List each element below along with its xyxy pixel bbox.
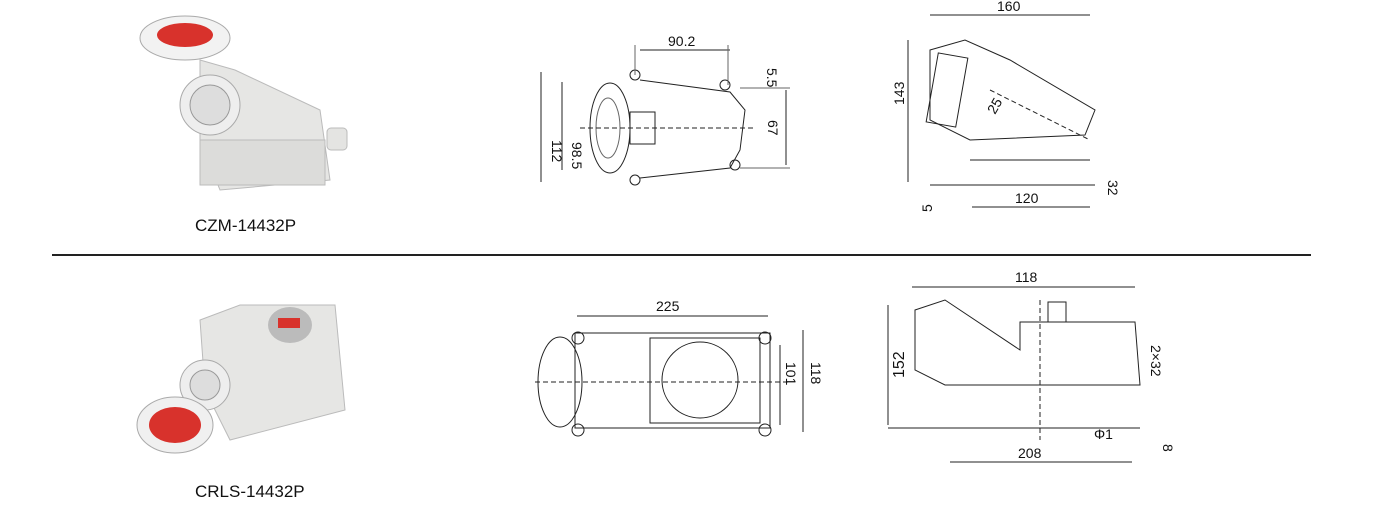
svg-text:8: 8 <box>1160 444 1176 452</box>
drawing-crls-side: 118 152 2×32 Φ1 8 208 <box>887 269 1176 463</box>
product-model-label: CRLS-14432P <box>195 482 305 501</box>
svg-text:2×32: 2×32 <box>1148 345 1164 377</box>
svg-text:67: 67 <box>765 120 781 136</box>
svg-text:208: 208 <box>1018 445 1042 461</box>
product-model-label: CZM-14432P <box>195 216 297 235</box>
drawing-crls-front: 225 118 101 <box>535 298 824 437</box>
svg-text:5: 5 <box>919 204 935 212</box>
product-photo-crls <box>136 304 346 454</box>
svg-text:118: 118 <box>808 362 824 385</box>
svg-text:25: 25 <box>984 95 1006 117</box>
svg-text:120: 120 <box>1015 190 1039 206</box>
product-photo-czm <box>139 15 348 191</box>
svg-text:98.5: 98.5 <box>569 142 585 169</box>
svg-text:118: 118 <box>1015 269 1038 285</box>
svg-text:Φ1: Φ1 <box>1094 426 1113 442</box>
svg-text:32: 32 <box>1105 180 1121 196</box>
drawing-czm-side: 160 143 25 32 5 120 <box>891 0 1121 212</box>
svg-text:143: 143 <box>891 81 907 105</box>
drawing-czm-front: 90.2 5.5 112 98.5 67 <box>540 33 790 186</box>
svg-text:112: 112 <box>549 140 565 163</box>
svg-text:101: 101 <box>783 362 799 386</box>
svg-text:5.5: 5.5 <box>764 68 780 88</box>
section-divider <box>52 254 1311 256</box>
svg-text:225: 225 <box>656 298 680 314</box>
svg-text:90.2: 90.2 <box>668 33 695 49</box>
svg-text:160: 160 <box>997 0 1021 14</box>
svg-text:152: 152 <box>891 351 908 378</box>
